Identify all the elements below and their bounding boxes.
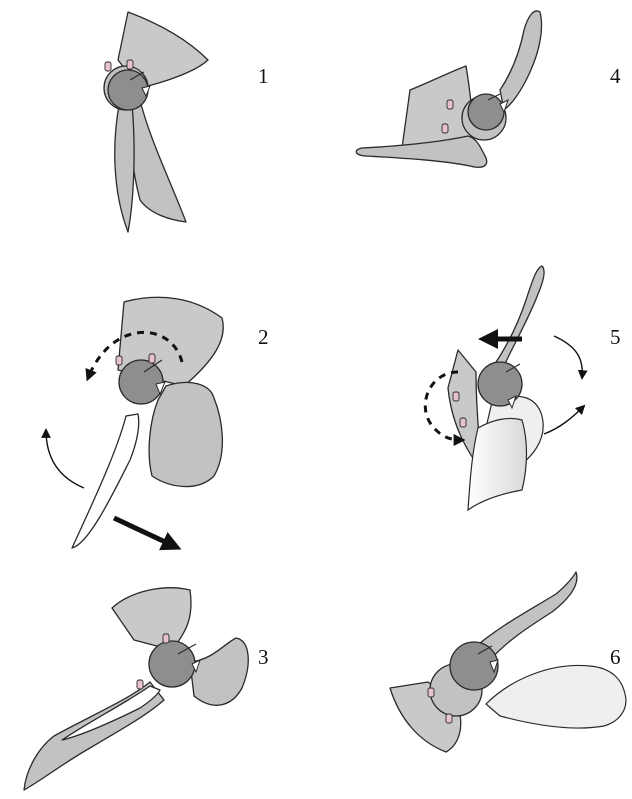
panel-4-head	[468, 94, 504, 130]
panel-1-number: 1	[258, 64, 269, 88]
panel-4-left-foot	[447, 100, 453, 109]
panel-5-number: 5	[610, 325, 621, 349]
panel-6-pigeon	[390, 572, 626, 752]
panel-5-upper-curved-arrow	[554, 336, 582, 378]
panel-3-pigeon	[24, 588, 248, 790]
panel-4-number: 4	[610, 64, 621, 88]
panel-5-pigeon	[448, 266, 544, 510]
panel-5-right-foot	[460, 418, 466, 427]
panel-2-direction-arrow	[114, 518, 176, 547]
panel-3-right-foot	[163, 634, 169, 643]
panel-3-right-wing	[190, 638, 248, 705]
panel-2-head	[119, 360, 163, 404]
panel-5-left-foot	[453, 392, 459, 401]
panel-4-tail-fan	[402, 66, 473, 148]
panel-1-right-foot	[127, 60, 133, 69]
panel-2-left-wing	[72, 414, 139, 548]
panel-6-number: 6	[610, 645, 621, 669]
panel-3-tail-fan	[112, 588, 191, 650]
panel-3-left-foot	[137, 680, 143, 689]
panel-2-left-curved-arrow	[46, 430, 84, 488]
panel-2-right-foot	[149, 354, 155, 363]
panel-2-left-foot	[116, 356, 122, 365]
panel-6-left-foot	[428, 688, 434, 697]
panel-1-left-wing	[115, 100, 134, 232]
panel-5-lower-curved-arrow	[544, 406, 584, 434]
panel-6-right-foot	[446, 714, 452, 723]
panel-2-right-wing	[149, 382, 222, 486]
panel-4-upper-wing	[500, 11, 542, 110]
panel-3-number: 3	[258, 645, 269, 669]
panel-1-head	[108, 70, 148, 110]
panel-5-head	[478, 362, 522, 406]
panel-4-pigeon	[356, 11, 541, 167]
panel-5-upper-wing	[492, 266, 544, 374]
panel-1-left-foot	[105, 62, 111, 71]
panel-2-number: 2	[258, 325, 269, 349]
panel-4-right-foot	[442, 124, 448, 133]
panel-6-head	[450, 642, 498, 690]
panel-6-lower-wing	[486, 665, 626, 728]
panel-1-pigeon	[104, 12, 208, 232]
panel-1-right-wing	[129, 100, 186, 222]
panel-2-pigeon	[72, 297, 223, 548]
panel-5-lower-wing-feathers	[468, 418, 527, 510]
